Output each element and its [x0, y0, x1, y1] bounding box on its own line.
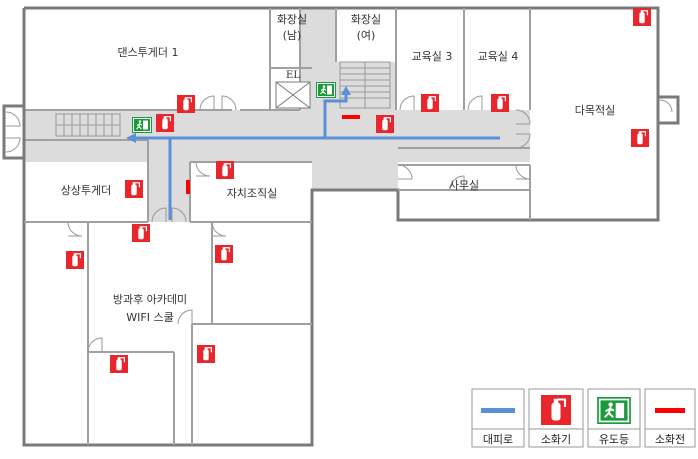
- legend-label: 대피로: [483, 433, 513, 446]
- fire-hydrants: [186, 115, 360, 194]
- fire-extinguisher-icon: [376, 115, 394, 133]
- stairs-center: [339, 61, 391, 109]
- evacuation-route-line: [481, 408, 515, 413]
- legend: 대피로 소화기 유도등 소화전: [471, 388, 696, 448]
- fire-extinguisher-icon: [631, 129, 649, 147]
- fire-extinguisher-icon: [177, 95, 195, 113]
- room-label-dance-1: 댄스투게더 1: [117, 46, 178, 59]
- room-label-restroom-female-sub: (여): [357, 29, 376, 42]
- room-label-restroom-male: 화장실: [277, 13, 307, 26]
- room-label-restroom-male-sub: (남): [283, 29, 302, 42]
- room-label-office: 사무실: [449, 179, 479, 192]
- room-label-multipurpose: 다목적실: [575, 104, 615, 117]
- side-doors: [2, 95, 680, 160]
- room-label-sangsang: 상상투게더: [61, 184, 112, 197]
- elevator: EL: [275, 70, 311, 109]
- fire-hydrant-line: [655, 408, 685, 413]
- room-label-academy: 방과후 아카데미: [113, 293, 187, 306]
- evacuation-route: [126, 86, 500, 220]
- fire-extinguisher-icon: [633, 8, 651, 26]
- fire-extinguisher-icon: [110, 355, 128, 373]
- room-label-classroom-3: 교육실 3: [412, 50, 453, 63]
- emergency-exit-sign-icon: [132, 117, 152, 133]
- elevator-label: EL: [286, 70, 300, 81]
- fire-hydrant-line: [342, 115, 360, 119]
- doors: [5, 95, 673, 353]
- room-label-academy-sub: WIFI 스쿨: [126, 311, 173, 324]
- fire-extinguisher-icon: [491, 94, 509, 112]
- fire-extinguisher-icon: [216, 161, 234, 179]
- fire-extinguisher-icon: [66, 251, 84, 269]
- legend-item-evac-route: 대피로: [471, 388, 525, 448]
- legend-label: 소화기: [541, 433, 571, 446]
- fire-extinguisher-icon: [125, 180, 143, 198]
- legend-item-extinguisher: 소화기: [528, 388, 584, 448]
- room-label-council: 자치조직실: [227, 187, 278, 200]
- fire-extinguisher-icon: [215, 245, 233, 263]
- fire-extinguisher-icon: [132, 224, 150, 242]
- fire-extinguisher-icon: [421, 94, 439, 112]
- legend-item-exit-sign: 유도등: [587, 388, 641, 448]
- inner-walls: [24, 8, 531, 445]
- room-label-restroom-female: 화장실: [351, 13, 381, 26]
- stairs-left: [55, 113, 121, 137]
- room-label-classroom-4: 교육실 4: [478, 50, 519, 63]
- fire-extinguisher-icon: [197, 345, 215, 363]
- fire-extinguisher-icon: [541, 395, 571, 425]
- legend-label: 유도등: [599, 433, 629, 446]
- emergency-exit-sign-icon: [597, 397, 631, 424]
- fire-extinguisher-icon: [156, 114, 174, 132]
- emergency-exit-sign-icon: [316, 82, 336, 98]
- fire-hydrant-line: [186, 180, 190, 194]
- room-labels: 댄스투게더 1 화장실 (남) 화장실 (여) 교육실 3 교육실 4 다목적실…: [61, 13, 616, 324]
- legend-label: 소화전: [655, 433, 685, 446]
- legend-item-hydrant: 소화전: [644, 388, 696, 448]
